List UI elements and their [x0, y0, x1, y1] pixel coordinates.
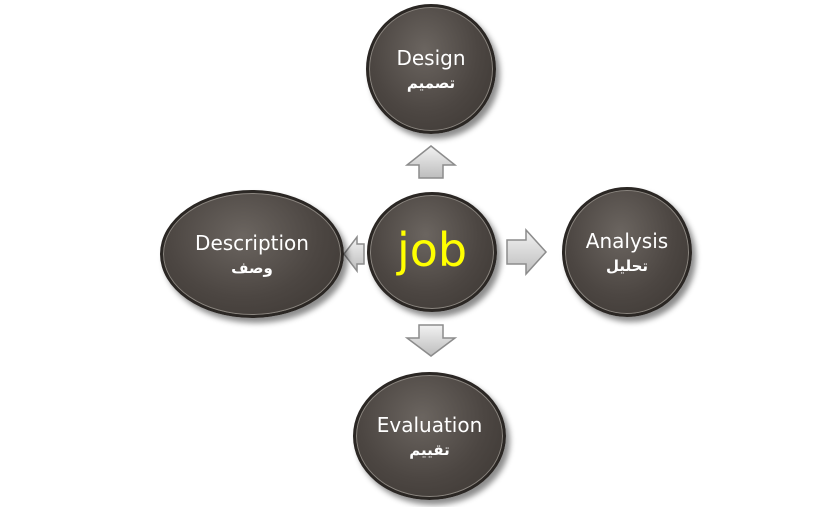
- arrow-up-icon: [404, 145, 458, 179]
- node-evaluation: Evaluation تقييم: [353, 372, 506, 500]
- arrow-right-icon: [506, 228, 548, 276]
- node-design-label: Design: [396, 45, 466, 70]
- node-description-label: Description: [195, 230, 309, 255]
- arrow-down-icon: [404, 324, 458, 357]
- center-label: job: [396, 223, 468, 277]
- node-analysis: Analysis تحليل: [562, 187, 692, 317]
- node-design: Design تصميم: [366, 4, 496, 134]
- node-evaluation-arabic-label: تقييم: [409, 440, 450, 459]
- node-design-arabic-label: تصميم: [406, 73, 456, 92]
- node-center-job: job: [367, 192, 497, 312]
- arrow-left-icon: [343, 234, 365, 274]
- node-description: Description وصف: [160, 190, 344, 318]
- node-analysis-label: Analysis: [585, 228, 669, 253]
- node-evaluation-label: Evaluation: [376, 412, 483, 437]
- node-analysis-arabic-label: تحليل: [605, 256, 649, 275]
- node-description-arabic-label: وصف: [231, 258, 273, 277]
